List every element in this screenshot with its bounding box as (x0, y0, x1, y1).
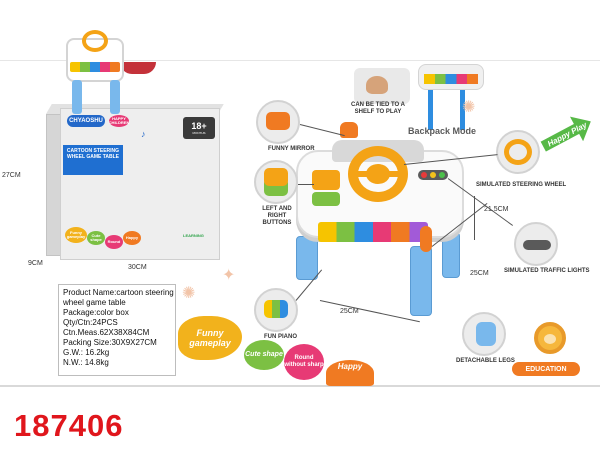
toy-depth-label: 25CM (470, 270, 489, 277)
box-depth-label: 9CM (28, 260, 43, 267)
info-line: G.W.: 16.2kg (63, 348, 110, 357)
product-code: 187406 (14, 408, 124, 443)
callout-line (299, 124, 345, 137)
lion-mascot-icon (534, 322, 566, 354)
box-chip-round: Round (105, 235, 123, 249)
toy-mirror (340, 122, 358, 138)
toy-traffic-lights (418, 170, 448, 180)
sparkle-icon: ✺ (462, 99, 476, 116)
info-line: N.W.: 14.8kg (63, 358, 109, 367)
box-toy-leg (72, 80, 82, 114)
box-age-unit: MONTHS (192, 131, 206, 135)
traffic-lights-icon (523, 240, 551, 250)
info-line: Product Name:cartoon steering (63, 288, 174, 297)
backpack-strap (428, 90, 433, 130)
backpack-toy-keys (424, 74, 478, 84)
steering-wheel-icon (504, 139, 532, 165)
info-line: Ctn.Meas.62X38X84CM (63, 328, 150, 337)
info-line: Packing Size:30X9X27CM (63, 338, 157, 347)
toy-height-label: 21.5CM (484, 206, 509, 213)
package-box: CHYAOSHU HAPPY CHILDREN ♪ 18+ MONTHS CAR… (60, 108, 220, 260)
toy-gear-lever (420, 226, 432, 252)
feature-happy: Happy (326, 360, 374, 386)
box-brand-logo: CHYAOSHU (67, 115, 105, 127)
callout-mirror (256, 100, 300, 144)
toy-leg (296, 236, 318, 280)
piano-icon (264, 300, 288, 318)
feature-funny-gameplay: Funny gameplay (178, 316, 242, 360)
toy-height-line (474, 196, 475, 240)
box-width-label: 30CM (128, 264, 147, 271)
callout-piano-label: FUN PIANO (264, 334, 297, 340)
box-height-label: 27CM (2, 172, 21, 179)
callout-lights (514, 222, 558, 266)
buttons-icon (264, 168, 288, 186)
product-info-panel: Product Name:cartoon steering wheel game… (58, 284, 176, 376)
leg-icon (476, 322, 496, 346)
backpack-mode-label: Backpack Mode (408, 126, 477, 136)
shelf-photo (354, 68, 410, 104)
info-line: Qty/Ctn:24PCS (63, 318, 118, 327)
callout-wheel-label: SIMULATED STEERING WHEEL (476, 182, 567, 188)
callout-mirror-label: FUNNY MIRROR (268, 146, 315, 152)
box-badge: HAPPY CHILDREN (108, 115, 130, 127)
education-badge: EDUCATION (512, 362, 580, 376)
toy-leg (410, 246, 432, 316)
toy-piano-keys (318, 222, 428, 242)
feature-cute-shape: Cute shape (244, 340, 284, 370)
box-title: CARTOON STEERING WHEEL GAME TABLE (63, 145, 123, 175)
decorative-blob (120, 62, 156, 74)
toy-right-button (312, 192, 340, 206)
toy-width-label: 25CM (340, 308, 359, 315)
music-note-icon: ♪ (141, 129, 146, 139)
box-chip-happy: Happy (123, 231, 141, 245)
callout-piano (254, 288, 298, 332)
info-line: Package:color box (63, 308, 129, 317)
callout-buttons (254, 160, 298, 204)
box-toy-leg (110, 80, 120, 114)
feature-round-edges: Round without sharp (284, 344, 324, 380)
box-learning-label: LEARNING (183, 233, 204, 238)
callout-line (298, 184, 314, 185)
sparkle-icon: ✦ (222, 267, 236, 284)
backpack-strap (460, 90, 465, 130)
bottom-divider (0, 385, 600, 387)
box-age-value: 18+ (191, 121, 207, 131)
shelf-label: CAN BE TIED TO A SHELF TO PLAY (350, 102, 405, 115)
happy-play-arrow: Happy Play (537, 109, 598, 159)
top-divider (0, 60, 600, 61)
box-age-label: 18+ MONTHS (183, 117, 215, 139)
toy-width-line (319, 300, 420, 323)
callout-legs-label: DETACHABLE LEGS (456, 358, 515, 364)
box-toy-keys (70, 62, 120, 72)
box-toy-wheel (82, 30, 108, 52)
callout-lights-label: SIMULATED TRAFFIC LIGHTS (504, 268, 590, 274)
box-chip-cute: Cute shape (87, 231, 105, 245)
callout-legs (462, 312, 506, 356)
sparkle-icon: ✺ (182, 285, 196, 302)
toy-wheel-hub (366, 164, 390, 184)
callout-wheel (496, 130, 540, 174)
callout-buttons-label: LEFT AND RIGHT BUTTONS (262, 206, 292, 226)
mirror-icon (266, 112, 290, 130)
toy-leg (442, 232, 460, 278)
info-line: wheel game table (63, 298, 126, 307)
box-chip-funny: Funny gameplay (65, 227, 87, 243)
toy-left-button (312, 170, 340, 190)
